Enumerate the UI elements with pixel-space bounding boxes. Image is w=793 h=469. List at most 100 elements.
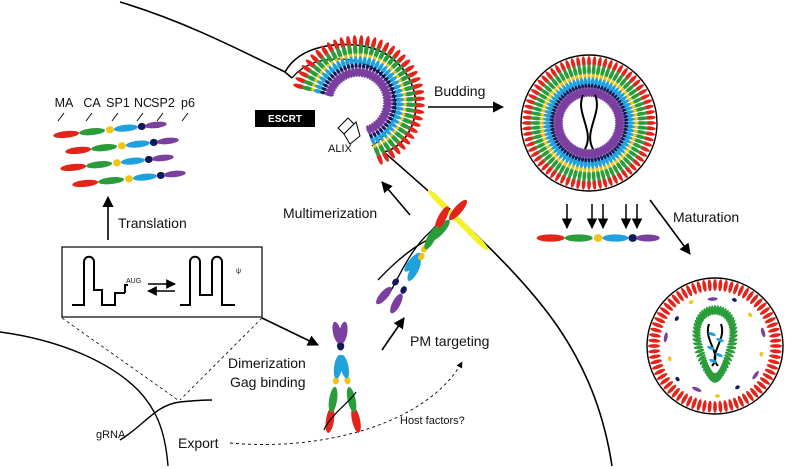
zoom-line-right [179,317,263,401]
domain-pointer-line [136,112,144,122]
mature-cleaved-fragment [674,316,679,321]
virion-gag-domain [563,69,570,81]
aug-label: AUG [126,278,141,285]
virion-gag-domain [596,64,601,77]
virion-gag-domain [530,121,542,125]
capsid-ca-domain [701,359,708,369]
lattice-gag-domain [375,76,384,85]
mature-ma-lattice [733,283,739,295]
lattice-gag-domain [381,88,391,94]
mature-ma-lattice [659,307,671,315]
capsid-ca-domain [726,345,737,350]
gag-polyprotein [65,137,179,155]
dimerization-label: Dimerization [228,355,306,371]
capsid-ca-domain [721,362,727,372]
mature-ma-lattice [750,294,759,305]
mature-ma-lattice [652,322,664,328]
mature-cleaved-fragment [752,370,759,380]
lattice-gag-domain [371,122,378,132]
immature-virion [520,54,658,192]
virion-gag-domain [531,106,544,112]
mature-ma-lattice [756,302,767,311]
virion-gag-domain [563,141,571,149]
nc-coated-rna [709,358,717,364]
mature-ma-lattice [702,400,707,412]
p6-domain [144,121,167,129]
capsid-ca-domain [724,351,734,358]
ca-domain [86,161,113,169]
virion-gag-domain [624,84,635,94]
lattice-gag-domain [301,85,314,92]
sp2-domain [400,286,407,294]
virion-gag-domain [567,93,575,102]
virion-gag-domain [600,65,606,78]
virion-gag-domain [553,123,564,128]
virion-gag-domain [533,138,545,144]
mature-ma-lattice [764,368,776,375]
mature-ma-lattice [723,400,728,412]
ma-domain [351,407,361,433]
virion-gag-domain [572,168,578,181]
mature-ma-lattice [707,400,712,413]
virion-gag-domain [530,130,543,135]
grna-label: gRNA [96,429,126,441]
rna-hairpin-left [72,255,128,306]
sp2-domain [137,122,146,131]
equilibrium-arrows [147,279,176,296]
alix-label: ALIX [328,143,353,155]
lattice-gag-domain [368,70,375,80]
lattice-gag-domain [341,45,348,58]
ca-domain [79,128,106,136]
mature-ma-lattice [762,312,774,319]
virion-gag-domain [573,90,579,100]
gag-polyprotein [72,170,186,188]
virion-gag-domain [554,161,563,172]
lattice-gag-domain [366,125,372,135]
mature-ma-lattice [713,279,717,291]
nc-domain [120,157,145,165]
virion-gag-domain [608,69,615,81]
mature-ma-lattice [691,397,697,409]
virion-gag-domain [600,168,606,181]
lattice-gag-domain [358,44,363,57]
gag-dimer [323,321,361,433]
virion-gag-domain [612,71,619,83]
mature-ma-lattice [667,384,677,394]
capsid-ca-domain [729,326,738,334]
virion-gag-domain [535,142,547,149]
virion-gag-domain [567,144,575,153]
capsid-ca-domain [697,354,706,362]
lattice-gag-domain [371,72,378,82]
capsid-ca-domain [694,348,705,354]
p6-domain [635,234,660,242]
lattice-gag-domain [380,112,390,119]
lattice-gag-domain [381,110,391,116]
escrt-box [255,110,315,127]
domain-pointer-line [156,112,164,122]
gag-cleavage-sites [536,204,660,242]
virion-gag-domain [543,152,554,162]
capsid-ca-domain [693,345,704,350]
lattice-gag-domain [403,91,416,97]
membrane-proteins [427,189,489,251]
lattice-gag-domain [402,112,415,119]
immature-genome-1 [580,94,589,150]
mature-virion [646,277,784,415]
gag-domain-label-sp2: SP2 [151,96,175,110]
sp1-domain [418,252,425,261]
lattice-gag-domain [335,74,343,83]
virion-gag-domain [597,147,603,157]
lattice-gag-domain [403,102,416,107]
nc-domain [407,259,421,281]
nuclear-envelope [0,331,169,467]
virion-gag-domain [618,77,628,88]
gag-polyprotein [53,121,167,139]
mature-ma-lattice [686,395,693,407]
lattice-gag-domain [328,82,338,89]
virion-gag-domain [582,169,587,182]
lattice-gag-domain [377,117,386,125]
virion-gag-domain [540,149,551,158]
sp1-domain [124,175,133,183]
gag-multimer-at-membrane [376,199,468,314]
lattice-gag-domain [351,67,356,78]
